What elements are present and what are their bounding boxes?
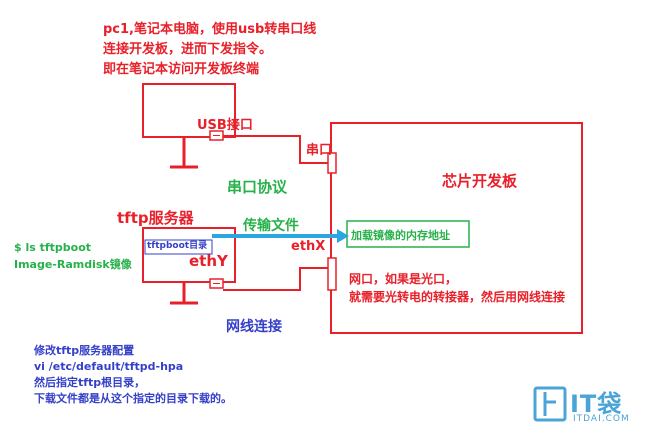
tftp-dir-box: [144, 239, 213, 255]
network-port-line-1: 网口，如果是光口，: [349, 272, 458, 286]
network-cable: [223, 267, 328, 291]
usb-port-label: USB接口: [197, 118, 253, 133]
itdai-logo: [533, 386, 567, 422]
logo-domain: ITDAI.COM: [573, 414, 630, 424]
tftp-monitor: [142, 227, 236, 283]
config-line-4: 下载文件都是从这个指定的目录下载的。: [34, 392, 232, 405]
pc1-note: pc1,笔记本电脑，使用usb转串口线 连接开发板，进而下发指令。 即在笔记本访…: [103, 20, 316, 80]
network-port: [327, 257, 337, 291]
ethx-label: ethX: [291, 239, 326, 254]
load-address-box: [346, 220, 470, 248]
pc1-note-line-3: 即在笔记本访问开发板终端: [103, 62, 260, 77]
network-port-line-2: 就需要光转电的转接器，然后用网线连接: [349, 290, 566, 304]
ls-output: $ ls tftpboot Image-Ramdisk镜像: [14, 239, 132, 273]
config-line-2: vi /etc/default/tftpd-hpa: [34, 360, 184, 373]
serial-protocol-label: 串口协议: [227, 178, 288, 196]
ls-line-1: $ ls tftpboot: [14, 241, 92, 254]
ethy-label: ethY: [189, 252, 228, 270]
pc1-monitor: [142, 83, 236, 138]
ls-line-2: Image-Ramdisk镜像: [14, 258, 132, 271]
load-address-label: 加载镜像的内存地址: [351, 229, 450, 242]
logo-brand: IT袋: [570, 390, 623, 418]
chip-board-label: 芯片开发板: [442, 172, 518, 190]
network-port-note: 网口，如果是光口， 就需要光转电的转接器，然后用网线连接: [349, 270, 565, 306]
config-line-1: 修改tftp服务器配置: [34, 344, 135, 357]
transfer-arrowhead: [337, 229, 349, 243]
serial-port-label: 串口: [306, 143, 333, 158]
network-connection-label: 网线连接: [226, 319, 282, 335]
pc1-note-line-1: pc1,笔记本电脑，使用usb转串口线: [103, 22, 317, 37]
serial-cable: [223, 135, 331, 164]
config-line-3: 然后指定tftp根目录，: [34, 376, 146, 389]
transfer-label: 传输文件: [243, 218, 299, 234]
tftp-server-label: tftp服务器: [117, 209, 194, 227]
chip-board: [330, 122, 583, 334]
serial-port: [327, 152, 337, 174]
config-notes: 修改tftp服务器配置 vi /etc/default/tftpd-hpa 然后…: [34, 343, 232, 407]
tftp-dir-label: tftpboot目录: [147, 241, 208, 251]
pc1-note-line-2: 连接开发板，进而下发指令。: [103, 42, 273, 57]
